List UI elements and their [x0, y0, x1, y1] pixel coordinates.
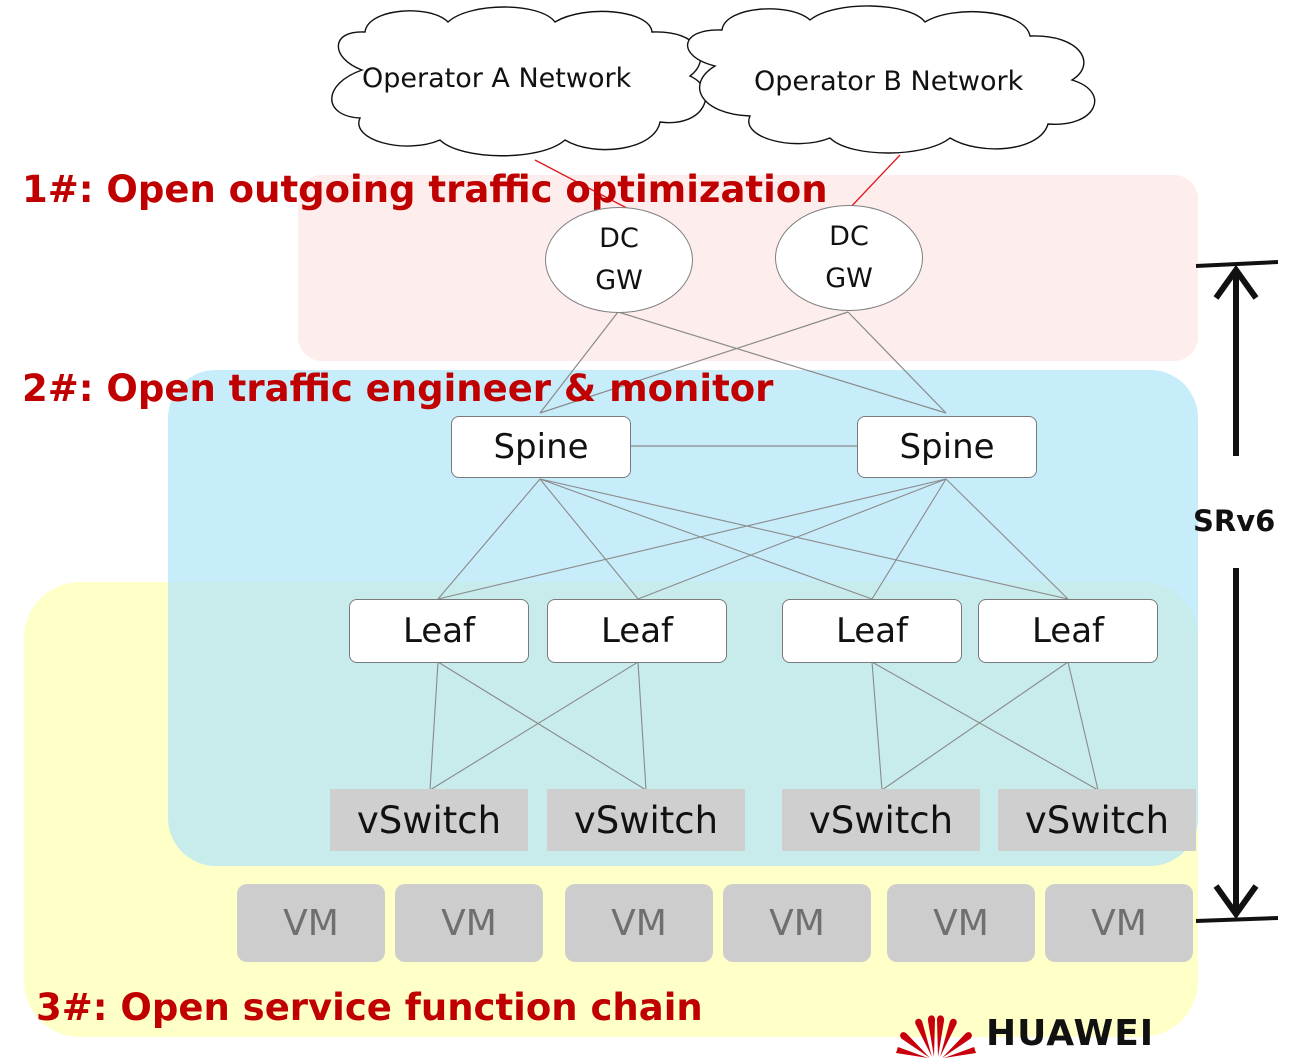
srv6-bracket [1195, 260, 1279, 923]
link-spine1-leaf3 [539, 478, 873, 600]
link-spine1-leaf2 [539, 478, 639, 600]
link-leaf4-vswitch3 [881, 661, 1069, 791]
operator-b-label: Operator B Network [754, 66, 1024, 97]
heading-service-function-chain: 3#: Open service function chain [36, 986, 703, 1029]
operator-a-cloud [331, 6, 707, 157]
link-leaf1-vswitch1 [429, 661, 439, 791]
operator-a-label: Operator A Network [362, 63, 632, 94]
link-leaf2-vswitch1 [429, 661, 639, 791]
outgoing-optimization-zone [298, 175, 1198, 361]
leaf-switch-3: Leaf [782, 599, 962, 663]
spine-switch-2: Spine [857, 416, 1037, 478]
link-spine2-leaf3 [871, 478, 947, 600]
vswitch-3: vSwitch [782, 789, 980, 851]
vm-4: VM [723, 884, 871, 962]
vm-6: VM [1045, 884, 1193, 962]
leaf-switch-4: Leaf [978, 599, 1158, 663]
gateway-line-2: GW [595, 265, 643, 296]
srv6-label: SRv6 [1193, 504, 1276, 538]
gateway-line-1: DC [599, 223, 639, 254]
link-operator-a-gw [534, 159, 641, 216]
link-gw1-spine2 [617, 311, 947, 414]
link-leaf2-vswitch2 [637, 661, 647, 791]
vswitch-2: vSwitch [547, 789, 745, 851]
vswitch-1: vSwitch [330, 789, 528, 851]
link-spine2-leaf2 [637, 478, 947, 600]
leaf-switch-1: Leaf [349, 599, 529, 663]
link-operator-b-gw [847, 154, 901, 211]
link-gw1-spine1 [539, 311, 619, 414]
vm-1: VM [237, 884, 385, 962]
huawei-logo-text: HUAWEI [986, 1013, 1155, 1054]
link-spine1-leaf1 [437, 478, 541, 600]
operator-b-cloud [686, 5, 1096, 154]
link-spine2-leaf4 [945, 478, 1069, 600]
vswitch-4: vSwitch [998, 789, 1196, 851]
vm-2: VM [395, 884, 543, 962]
gateway-line-2: GW [825, 263, 873, 294]
spine-switch-1: Spine [451, 416, 631, 478]
huawei-logo-icon [896, 1015, 976, 1058]
link-leaf3-vswitch3 [871, 661, 883, 791]
link-leaf4-vswitch4 [1067, 661, 1099, 791]
link-leaf3-vswitch4 [871, 661, 1099, 791]
link-spine2-leaf1 [437, 478, 947, 600]
gateway-line-1: DC [829, 221, 869, 252]
link-spine1-leaf4 [539, 478, 1069, 600]
dc-gateway-2: DC GW [775, 205, 923, 311]
vm-5: VM [887, 884, 1035, 962]
link-leaf1-vswitch2 [437, 661, 647, 791]
link-gw2-spine2 [847, 311, 947, 414]
heading-outgoing-optimization: 1#: Open outgoing traffic optimization [22, 168, 828, 211]
dc-gateway-1: DC GW [545, 207, 693, 313]
link-gw2-spine1 [539, 311, 849, 414]
heading-traffic-engineering: 2#: Open traffic engineer & monitor [22, 367, 774, 410]
vm-3: VM [565, 884, 713, 962]
leaf-switch-2: Leaf [547, 599, 727, 663]
